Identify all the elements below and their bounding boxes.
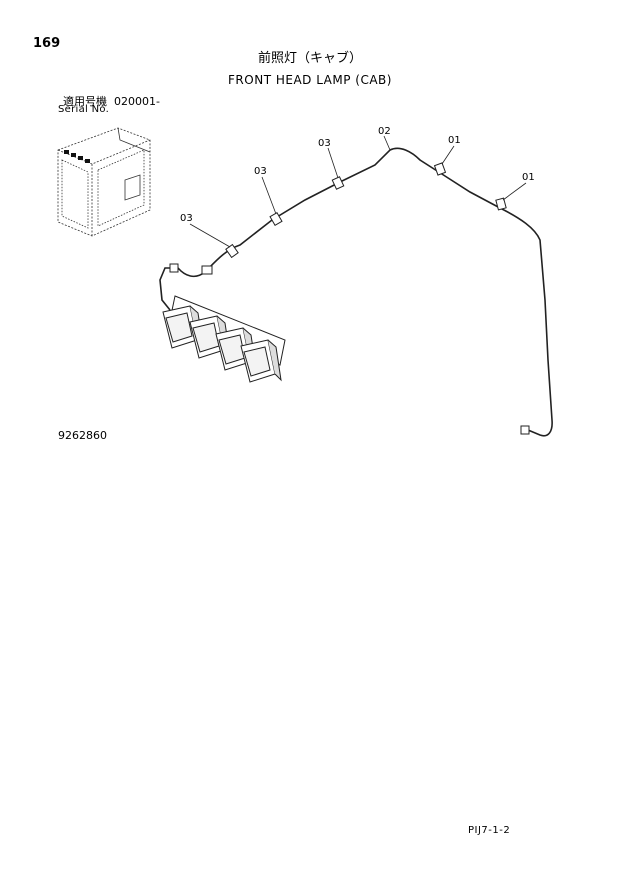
- serial-label-english: Serial No.: [58, 104, 110, 115]
- drawing-number: 9262860: [58, 429, 107, 442]
- head-lamp-2: [189, 315, 231, 359]
- wire-clips: [225, 162, 507, 259]
- callout-labels: 01 01 02 03 03 03: [180, 126, 535, 224]
- callout-label: 03: [180, 213, 193, 224]
- callout-label: 03: [254, 166, 267, 177]
- callout-label: 01: [522, 172, 535, 183]
- serial-value: 020001-: [114, 95, 160, 108]
- wire-harness: [159, 147, 553, 437]
- head-lamp-4: [240, 339, 282, 383]
- callout-label: 03: [318, 138, 331, 149]
- page-number: 169: [33, 36, 61, 51]
- serial-label-japanese: 適用号機: [63, 95, 107, 108]
- serial-number-japanese: 適用号機 020001-: [63, 93, 160, 109]
- page-title-english: FRONT HEAD LAMP (CAB): [228, 73, 392, 87]
- cab-illustration: [57, 127, 151, 237]
- callout-label: 01: [448, 135, 461, 146]
- callout-leaders: [189, 135, 527, 248]
- page-title-japanese: 前照灯（キャブ）: [257, 51, 362, 66]
- sheet-code: PIJ7-1-2: [468, 825, 511, 836]
- lamp-assembly: [162, 295, 286, 383]
- connectors: [169, 263, 530, 435]
- callout-label: 02: [378, 126, 391, 137]
